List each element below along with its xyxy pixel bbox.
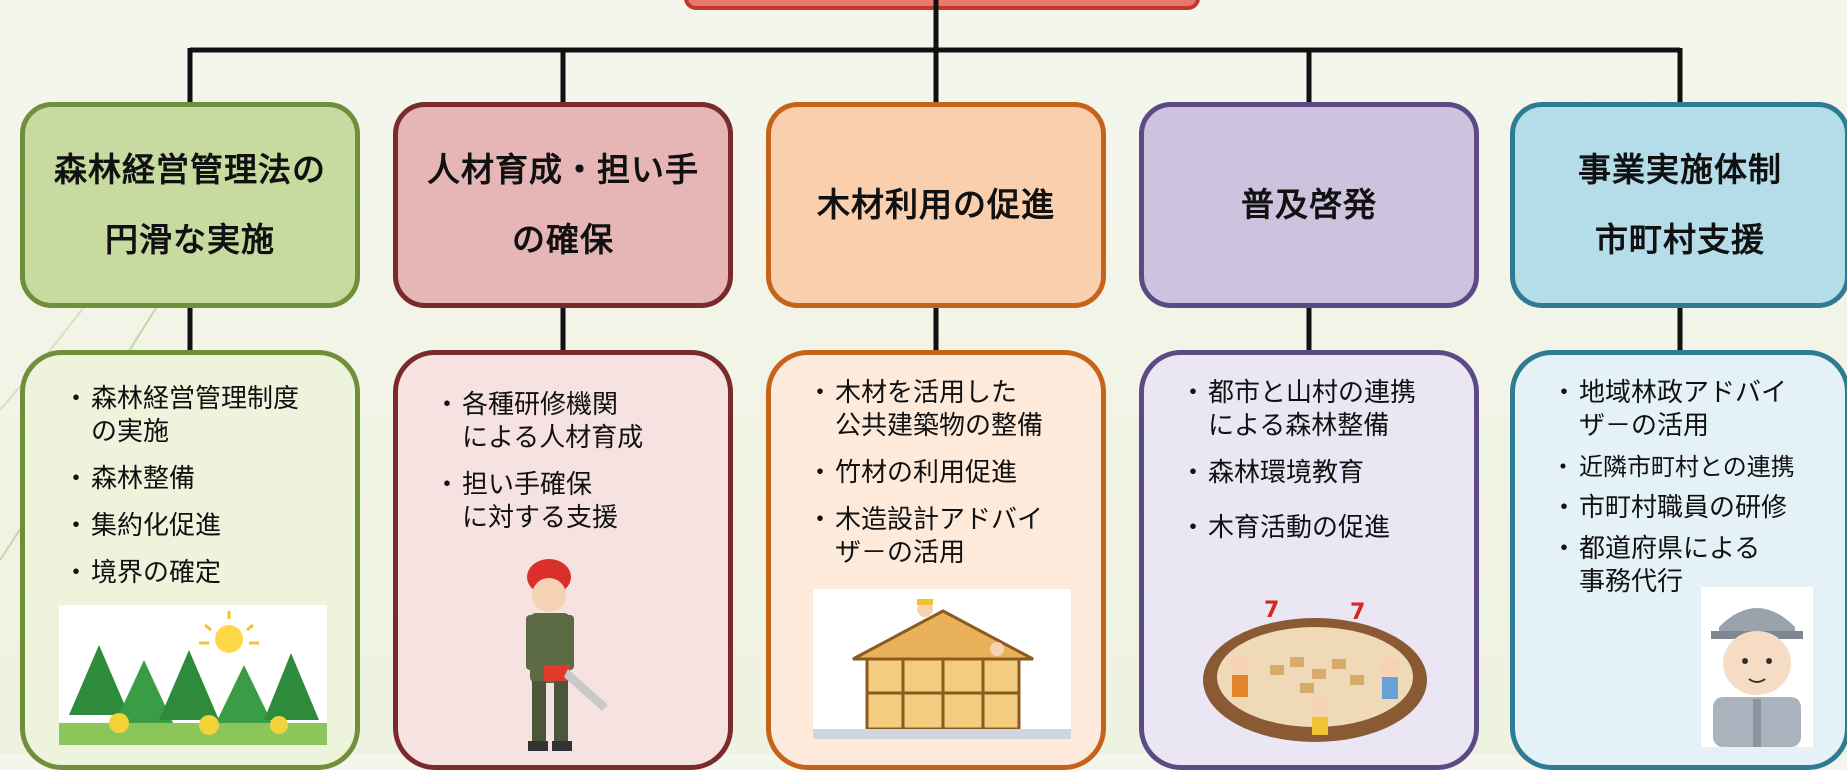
category-header-awareness: 普及啓発 [1139, 102, 1479, 308]
forestry-worker-chainsaw-icon [504, 555, 614, 755]
list-item: 森林環境教育 [1180, 457, 1416, 490]
detail-panel-municipal-support: 地域林政アドバイ ザ－の活用 近隣市町村との連携 市町村職員の研修 都道府県によ… [1510, 350, 1847, 770]
item-list: 地域林政アドバイ ザ－の活用 近隣市町村との連携 市町村職員の研修 都道府県によ… [1551, 377, 1795, 613]
detail-panel-forest-management: 森林経営管理制度 の実施 森林整備 集約化促進 境界の確定 [20, 350, 360, 770]
header-title-line: 普及啓発 [1241, 185, 1377, 224]
category-header-human-resources: 人材育成・担い手 の確保 [393, 102, 733, 308]
item-list: 都市と山村の連携 による森林整備 森林環境教育 木育活動の促進 [1180, 377, 1416, 559]
header-title-line: 円滑な実施 [105, 220, 275, 259]
svg-text:7: 7 [1350, 600, 1365, 625]
list-item: 地域林政アドバイ ザ－の活用 [1551, 377, 1795, 443]
list-item: 担い手確保 に対する支援 [434, 469, 643, 535]
item-list: 各種研修機関 による人材育成 担い手確保 に対する支援 [434, 389, 643, 549]
category-header-municipal-support: 事業実施体制 市町村支援 [1510, 102, 1847, 308]
list-item: 各種研修機関 による人材育成 [434, 389, 643, 455]
header-title-line: の確保 [512, 220, 614, 259]
list-item: 集約化促進 [63, 510, 299, 543]
list-item: 都市と山村の連携 による森林整備 [1180, 377, 1416, 443]
children-wood-play-icon: 7 7 [1200, 595, 1430, 745]
header-title-line: 森林経営管理法の [54, 150, 326, 189]
detail-panel-timber-use: 木材を活用した 公共建築物の整備 竹材の利用促進 木造設計アドバイ ザ－の活用 [766, 350, 1106, 770]
list-item: 森林整備 [63, 463, 299, 496]
header-title-line: 事業実施体制 [1578, 150, 1782, 189]
list-item: 市町村職員の研修 [1551, 492, 1795, 525]
forest-trees-sun-icon [59, 605, 327, 745]
list-item: 境界の確定 [63, 557, 299, 590]
header-title-line: 市町村支援 [1595, 220, 1765, 259]
header-title-line: 木材利用の促進 [817, 185, 1055, 224]
list-item: 木造設計アドバイ ザ－の活用 [807, 504, 1043, 570]
official-worker-cap-icon [1701, 587, 1813, 747]
svg-text:7: 7 [1264, 598, 1279, 623]
item-list: 木材を活用した 公共建築物の整備 竹材の利用促進 木造設計アドバイ ザ－の活用 [807, 377, 1043, 584]
list-item: 木育活動の促進 [1180, 512, 1416, 545]
list-item: 竹材の利用促進 [807, 457, 1043, 490]
wooden-house-construction-icon [813, 589, 1071, 739]
list-item: 木材を活用した 公共建築物の整備 [807, 377, 1043, 443]
tree-connectors [187, 0, 1683, 352]
detail-panel-human-resources: 各種研修機関 による人材育成 担い手確保 に対する支援 [393, 350, 733, 770]
header-title-line: 人材育成・担い手 [427, 150, 699, 189]
list-item: 近隣市町村との連携 [1551, 451, 1795, 484]
item-list: 森林経営管理制度 の実施 森林整備 集約化促進 境界の確定 [63, 383, 299, 604]
detail-panel-awareness: 都市と山村の連携 による森林整備 森林環境教育 木育活動の促進 7 7 [1139, 350, 1479, 770]
category-header-forest-management: 森林経営管理法の 円滑な実施 [20, 102, 360, 308]
list-item: 森林経営管理制度 の実施 [63, 383, 299, 449]
category-header-timber-use: 木材利用の促進 [766, 102, 1106, 308]
list-item: 都道府県による 事務代行 [1551, 533, 1795, 599]
